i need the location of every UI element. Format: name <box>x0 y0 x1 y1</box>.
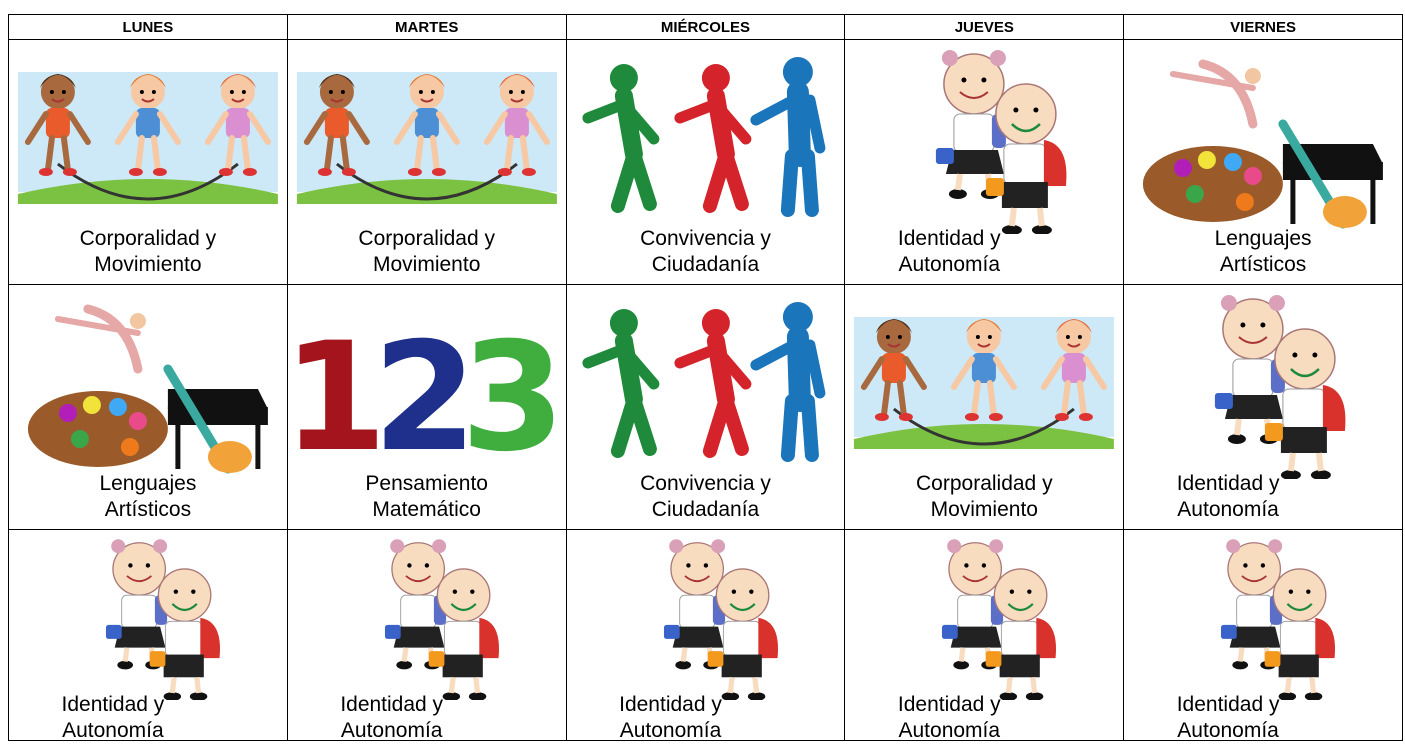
jump-rope-kids-icon <box>851 289 1117 479</box>
svg-text:2: 2 <box>373 311 477 479</box>
schedule-cell: Identidad y Autonomía <box>8 529 288 741</box>
cell-caption: Identidad y Autonomía <box>1125 471 1332 523</box>
caption-line1: Pensamiento <box>365 472 488 495</box>
caption-line2: Movimiento <box>94 253 202 276</box>
svg-text:1: 1 <box>294 311 387 479</box>
schedule-row: Corporalidad y Movimiento <box>8 39 1403 285</box>
caption-line1: Identidad y <box>61 693 165 716</box>
cell-caption: Identidad y Autonomía <box>288 692 495 741</box>
schedule-cell: Identidad y Autonomía <box>1123 284 1403 530</box>
caption-line1: Identidad y <box>619 693 722 716</box>
school-kids-icon <box>1130 534 1396 700</box>
caption-line2: Matemático <box>372 498 481 521</box>
arts-palette-piano-icon <box>1130 44 1396 234</box>
cell-caption: Corporalidad y Movimiento <box>9 226 286 278</box>
caption-line2: Movimiento <box>373 253 481 276</box>
day-header-viernes: VIERNES <box>1123 14 1403 40</box>
cell-caption: Identidad y Autonomía <box>846 692 1053 741</box>
schedule-row: Identidad y Autonomía <box>8 529 1403 741</box>
school-kids-icon <box>294 534 560 700</box>
numbers-123-icon: 1 2 3 <box>294 289 560 479</box>
header-row: LUNES MARTES MIÉRCOLES JUEVES VIERNES <box>8 14 1403 40</box>
school-kids-icon <box>1130 289 1396 479</box>
schedule-cell: Corporalidad y Movimiento <box>844 284 1125 530</box>
caption-line2: Autonomía <box>619 719 722 741</box>
caption-line2: Autonomía <box>898 719 1001 741</box>
caption-line1: Lenguajes <box>1214 227 1312 250</box>
schedule-cell: Convivencia y Ciudadanía <box>565 39 846 285</box>
day-header-martes: MARTES <box>286 14 567 40</box>
schedule-body: Corporalidad y Movimiento <box>8 39 1403 741</box>
cell-caption: Corporalidad y Movimiento <box>846 471 1123 523</box>
jump-rope-kids-icon <box>15 44 281 234</box>
svg-text:3: 3 <box>461 311 560 479</box>
cell-caption: Convivencia y Ciudadanía <box>567 226 844 278</box>
schedule-cell: Identidad y Autonomía <box>1123 529 1403 741</box>
holding-hands-figures-icon <box>573 44 839 234</box>
caption-line2: Movimiento <box>930 498 1038 521</box>
schedule-cell: Convivencia y Ciudadanía <box>565 284 846 530</box>
caption-line1: Identidad y <box>897 227 1001 250</box>
caption-line1: Identidad y <box>1176 693 1280 716</box>
caption-line2: Artísticos <box>1219 253 1307 276</box>
caption-line1: Identidad y <box>340 693 444 716</box>
day-header-jueves: JUEVES <box>844 14 1125 40</box>
school-kids-icon <box>851 534 1117 700</box>
holding-hands-figures-icon <box>573 289 839 479</box>
schedule-cell: Identidad y Autonomía <box>844 529 1125 741</box>
caption-line2: Ciudadanía <box>651 498 760 521</box>
cell-caption: Identidad y Autonomía <box>846 226 1053 278</box>
caption-line2: Autonomía <box>1177 498 1279 521</box>
caption-line2: Autonomía <box>1177 719 1279 741</box>
caption-line2: Autonomía <box>898 253 1001 276</box>
caption-line2: Autonomía <box>340 719 443 741</box>
school-kids-icon <box>851 44 1117 234</box>
caption-line1: Convivencia y <box>640 472 771 495</box>
schedule-cell: Corporalidad y Movimiento <box>8 39 288 285</box>
cell-caption: Identidad y Autonomía <box>1125 692 1332 741</box>
weekly-schedule-table: LUNES MARTES MIÉRCOLES JUEVES VIERNES <box>8 14 1403 741</box>
caption-line1: Identidad y <box>897 693 1001 716</box>
caption-line1: Identidad y <box>1176 472 1280 495</box>
day-header-miercoles: MIÉRCOLES <box>565 14 846 40</box>
day-header-lunes: LUNES <box>8 14 288 40</box>
caption-line1: Corporalidad y <box>358 227 495 250</box>
caption-line1: Convivencia y <box>640 227 771 250</box>
school-kids-icon <box>15 534 281 700</box>
arts-palette-piano-icon <box>15 289 281 479</box>
caption-line1: Lenguajes <box>99 472 197 495</box>
caption-line1: Corporalidad y <box>916 472 1053 495</box>
schedule-cell: Identidad y Autonomía <box>844 39 1125 285</box>
school-kids-icon <box>573 534 839 700</box>
schedule-cell: Identidad y Autonomía <box>286 529 567 741</box>
schedule-cell: Identidad y Autonomía <box>565 529 846 741</box>
caption-line2: Artísticos <box>104 498 192 521</box>
jump-rope-kids-icon <box>294 44 560 234</box>
caption-line1: Corporalidad y <box>79 227 217 250</box>
cell-caption: Identidad y Autonomía <box>567 692 774 741</box>
cell-caption: Convivencia y Ciudadanía <box>567 471 844 523</box>
caption-line2: Autonomía <box>62 719 164 741</box>
cell-caption: Corporalidad y Movimiento <box>288 226 565 278</box>
schedule-cell: Corporalidad y Movimiento <box>286 39 567 285</box>
caption-line2: Ciudadanía <box>651 253 760 276</box>
cell-caption: Identidad y Autonomía <box>9 692 216 741</box>
